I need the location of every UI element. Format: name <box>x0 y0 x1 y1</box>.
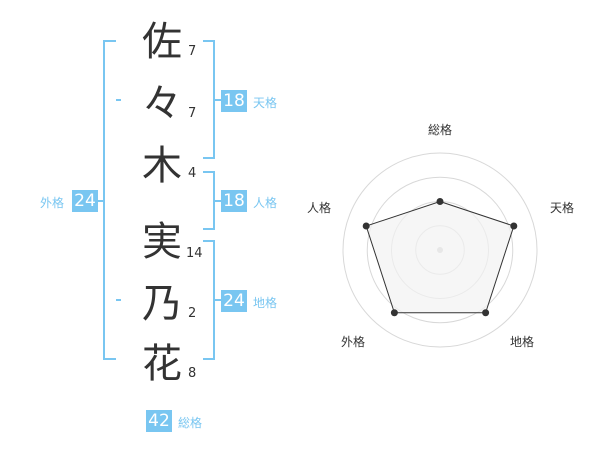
name-char-3: 木 <box>142 143 182 189</box>
radar-point-1 <box>436 198 444 205</box>
radar-ring <box>342 152 538 348</box>
stroke-count-4: 14 <box>186 246 203 261</box>
name-char-6: 花 <box>142 341 182 387</box>
stroke-count-1: 7 <box>188 44 197 59</box>
tenkaku-bracket <box>203 40 215 159</box>
tenkaku-label: 天格 <box>253 96 278 110</box>
jinkaku-value: 18 <box>221 190 247 212</box>
gaikaku-value: 24 <box>72 190 98 212</box>
radar-label-chikaku: 地格 <box>510 335 535 349</box>
radar-label-jinkaku: 人格 <box>307 201 332 215</box>
gaikaku-connector <box>98 200 103 202</box>
jinkaku-bracket <box>203 171 215 230</box>
stroke-count-2: 7 <box>188 106 197 121</box>
chikaku-bracket <box>203 240 215 360</box>
name-char-4: 実 <box>142 219 182 265</box>
name-char-1: 佐 <box>142 19 182 65</box>
radar-shape <box>365 200 515 314</box>
gaikaku-tick-top <box>116 99 121 101</box>
chikaku-value: 24 <box>221 290 247 312</box>
radar-label-gaikaku: 外格 <box>341 335 366 349</box>
tenkaku-connector <box>215 99 221 101</box>
radar-point-3 <box>482 309 490 317</box>
stroke-count-3: 4 <box>188 166 197 181</box>
soukaku-value: 42 <box>146 410 172 432</box>
radar-label-tenkaku: 天格 <box>550 201 575 215</box>
radar-point-4 <box>390 309 398 317</box>
tenkaku-value: 18 <box>221 90 247 112</box>
name-char-5: 乃 <box>142 281 182 327</box>
jinkaku-connector <box>215 200 221 202</box>
radar-point-5 <box>362 222 370 230</box>
chikaku-connector <box>215 299 221 301</box>
gaikaku-bracket <box>103 40 116 360</box>
gaikaku-tick-bottom <box>116 299 121 301</box>
radar-label-soukaku: 総格 <box>428 123 453 137</box>
name-char-2: 々 <box>142 81 182 127</box>
radar-ring <box>366 176 514 324</box>
gaikaku-label: 外格 <box>40 196 65 210</box>
chikaku-label: 地格 <box>253 296 278 310</box>
radar-point-2 <box>510 222 518 230</box>
stroke-count-6: 8 <box>188 366 197 381</box>
soukaku-label: 総格 <box>178 416 203 430</box>
stroke-count-5: 2 <box>188 306 197 321</box>
jinkaku-label: 人格 <box>253 196 278 210</box>
